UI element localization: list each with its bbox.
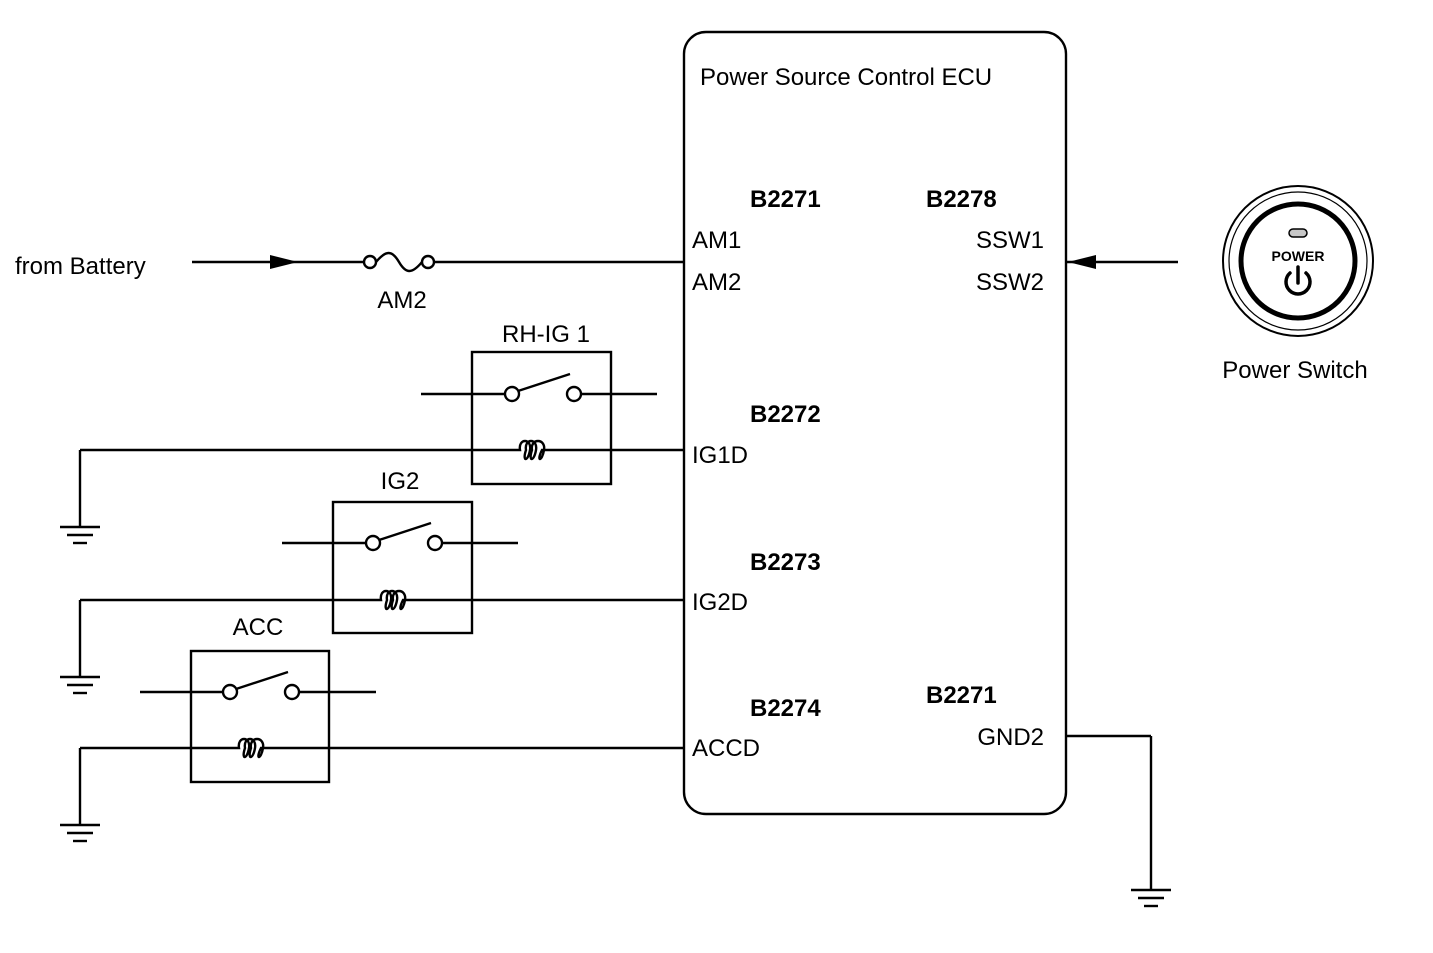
ecu-title: Power Source Control ECU [700,64,992,91]
connector-b2271-top: B2271 [750,186,821,213]
connector-b2274: B2274 [750,695,821,722]
arrow-left-icon [1068,255,1096,269]
relay-acc-label: ACC [233,614,284,641]
relay-ig2 [282,500,518,635]
relay-coil-icon [226,737,275,759]
battery-wire [192,255,684,269]
power-button-text: POWER [1272,248,1325,264]
relay-acc [140,649,376,784]
ground-icon [60,675,100,695]
connector-b2272: B2272 [750,401,821,428]
battery-label: from Battery [15,253,146,280]
pin-gnd2: GND2 [977,724,1044,751]
arrow-right-icon [270,255,298,269]
ground-icon [60,525,100,545]
wire-gnd2 [1066,734,1153,889]
relay-coil-icon [507,439,556,461]
wire-ssw [1066,255,1178,269]
power-switch-label: Power Switch [1222,357,1367,384]
relay-coil-icon [368,589,417,611]
wire-accd [78,746,684,824]
pin-ssw2: SSW2 [976,269,1044,296]
relay-rhig1-label: RH-IG 1 [502,321,590,348]
power-indicator-icon [1288,228,1308,238]
ground-icon [60,823,100,843]
connector-b2278: B2278 [926,186,997,213]
pin-ssw1: SSW1 [976,227,1044,254]
pin-am2: AM2 [692,269,741,296]
pin-ig1d: IG1D [692,442,748,469]
relay-ig2-label: IG2 [381,468,420,495]
pin-ig2d: IG2D [692,589,748,616]
ground-icon [1131,888,1171,908]
relay-rhig1 [421,350,657,486]
pin-am1: AM1 [692,227,741,254]
wire-ig1d [78,448,684,526]
pin-accd: ACCD [692,735,760,762]
power-switch: POWER [1222,185,1374,337]
connector-b2273: B2273 [750,549,821,576]
fuse-label: AM2 [377,287,426,314]
wire-ig2d [78,598,684,676]
ecu-box [682,30,1068,816]
connector-b2271-bottom: B2271 [926,682,997,709]
power-icon [1284,265,1312,296]
fuse-am2 [362,251,436,273]
